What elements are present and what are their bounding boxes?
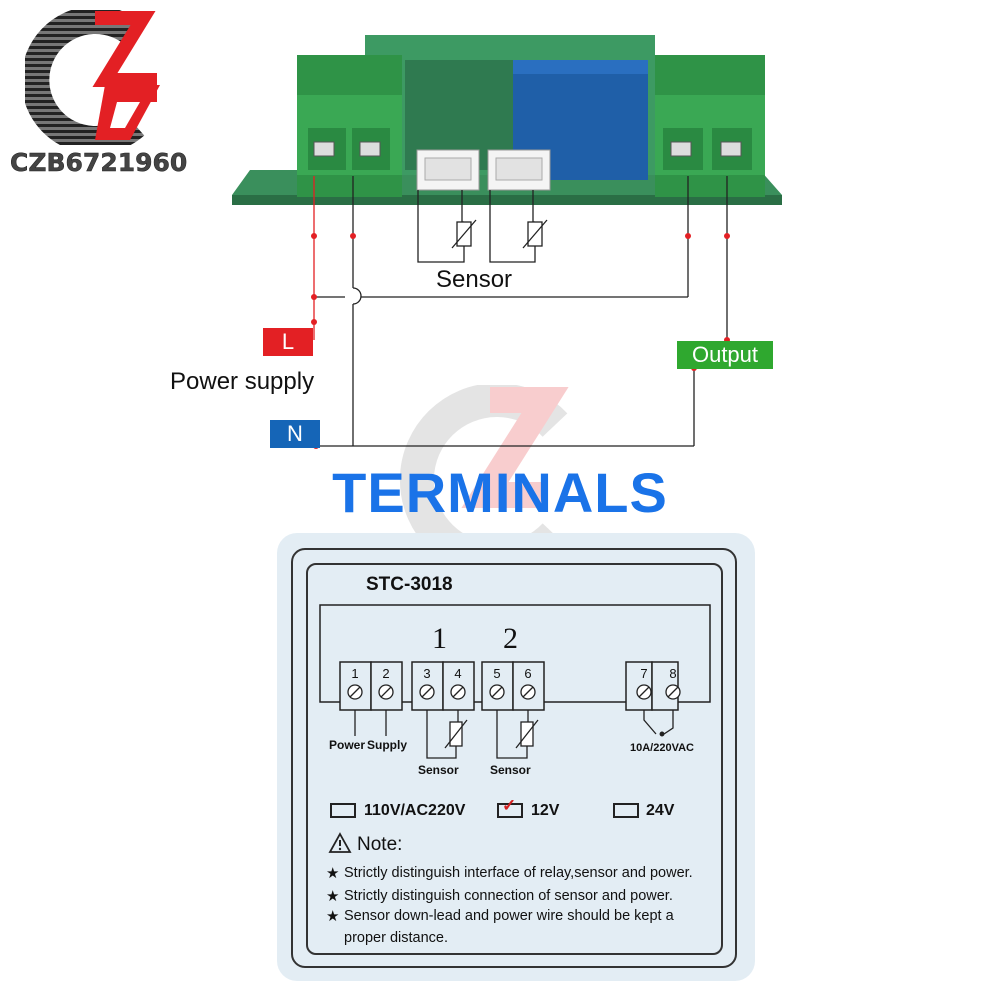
- terminals-title: TERMINALS: [332, 461, 668, 524]
- note-line-4: proper distance.: [344, 930, 448, 946]
- voltage-option-110v-220v: 110V/AC220V: [364, 802, 466, 819]
- note-title: Note:: [357, 834, 403, 855]
- terminal-number-2: 2: [382, 666, 390, 681]
- note-line-2: Strictly distinguish connection of senso…: [344, 888, 673, 904]
- relay-rating-label: 10A/220VAC: [630, 742, 694, 754]
- model-title: STC-3018: [366, 574, 453, 595]
- voltage-checkbox-110v-220v: [330, 803, 356, 818]
- power-label-2: Supply: [367, 738, 408, 752]
- power-supply-label: Power supply: [170, 368, 315, 395]
- neutral-label: N: [270, 420, 320, 448]
- sensor-connector-1: [416, 149, 480, 191]
- sensor-1-label: Sensor: [418, 763, 459, 777]
- panel-inner-frame: [306, 563, 723, 955]
- voltage-option-24v: 24V: [646, 802, 675, 819]
- terminal-number-1: 1: [351, 666, 359, 681]
- star-icon: ★: [326, 865, 340, 882]
- sensor-group-1-label: 1: [432, 622, 447, 655]
- line-label: L: [263, 328, 313, 356]
- note-line-1: Strictly distinguish interface of relay,…: [344, 865, 693, 881]
- sensor-group-2-label: 2: [503, 622, 518, 655]
- check-mark-icon: ✓: [502, 796, 517, 815]
- voltage-option-12v: 12V: [531, 802, 560, 819]
- sensor-2-label: Sensor: [490, 763, 531, 777]
- thermistor-1: [451, 219, 477, 249]
- terminal-number-7: 7: [640, 666, 648, 681]
- output-label: Output: [677, 341, 773, 369]
- wiring-diagram: [232, 35, 782, 449]
- relay-block: [513, 60, 648, 180]
- power-label-1: Power: [329, 738, 366, 752]
- brand-logo-icon: [25, 10, 160, 145]
- sensor-label: Sensor: [436, 266, 513, 293]
- panel-frame: [291, 548, 737, 968]
- terminal-number-5: 5: [493, 666, 501, 681]
- left-terminal-block: [297, 55, 402, 197]
- terminal-strip-diagram: [319, 604, 711, 759]
- terminal-number-3: 3: [423, 666, 431, 681]
- terminal-number-4: 4: [454, 666, 462, 681]
- terminal-panel: [277, 533, 755, 981]
- brand-name: CZB6721960: [10, 148, 188, 178]
- star-icon: ★: [326, 888, 340, 905]
- warning-icon: [328, 832, 352, 853]
- star-icon: ★: [326, 908, 340, 925]
- voltage-checkbox-12v: [497, 803, 523, 818]
- terminal-number-6: 6: [524, 666, 532, 681]
- voltage-checkbox-24v: [613, 803, 639, 818]
- thermistor-2: [522, 219, 548, 249]
- terminal-number-8: 8: [669, 666, 677, 681]
- note-line-3: Sensor down-lead and power wire should b…: [344, 908, 674, 924]
- sensor-connector-2: [487, 149, 551, 191]
- right-terminal-block: [655, 55, 765, 197]
